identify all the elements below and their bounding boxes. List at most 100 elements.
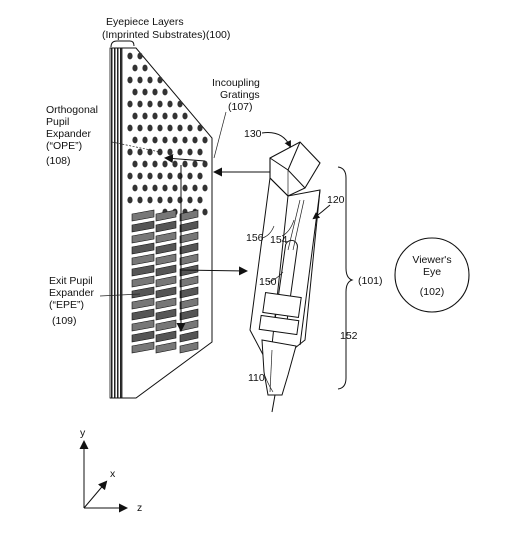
- ref-120: 120: [327, 194, 345, 206]
- grating-dot: [167, 196, 173, 204]
- grating-dot: [157, 76, 163, 84]
- label-viewers-eye: Viewer's Eye (102): [412, 254, 451, 298]
- grating-dot: [187, 124, 193, 132]
- grating-dot: [137, 172, 143, 180]
- eyepiece-bracket: [110, 40, 135, 48]
- ope-direction-arrow: [164, 154, 206, 164]
- grating-dot: [187, 196, 193, 204]
- grating-dot: [167, 124, 173, 132]
- grating-dot: [167, 148, 173, 156]
- grating-dot: [162, 112, 168, 120]
- epe-fin: [131, 297, 155, 310]
- projector-assembly: [249, 132, 331, 413]
- grating-dot: [127, 148, 133, 156]
- label-incoupling-gratings: Incoupling Gratings (107): [212, 77, 260, 113]
- label-ope: Orthogonal Pupil Expander (“OPE”) (108): [46, 104, 98, 167]
- svg-text:(“OPE”): (“OPE”): [46, 140, 82, 152]
- epe-fin: [155, 242, 177, 255]
- grating-dot: [177, 100, 183, 108]
- svg-text:(107): (107): [228, 101, 253, 113]
- epe-fin: [131, 330, 155, 343]
- epe-fin: [155, 297, 177, 310]
- epe-fin: [179, 341, 199, 354]
- grating-dot: [177, 124, 183, 132]
- x-axis: [83, 480, 108, 509]
- epe-fin: [179, 308, 199, 321]
- epe-fin: [155, 341, 177, 354]
- grating-dot: [142, 64, 148, 72]
- epe-fin: [131, 231, 155, 244]
- svg-text:Gratings: Gratings: [220, 89, 260, 101]
- epe-fin: [131, 308, 155, 321]
- grating-dot: [152, 136, 158, 144]
- grating-dot: [202, 208, 208, 216]
- incoupling-leader: [213, 111, 227, 159]
- coordinate-axes: y x z: [79, 427, 142, 514]
- grating-dot: [202, 136, 208, 144]
- grating-dot: [197, 124, 203, 132]
- epe-fin: [131, 319, 155, 332]
- grating-dot: [187, 172, 193, 180]
- epe-fin: [155, 264, 177, 277]
- epe-fin: [155, 209, 177, 222]
- grating-dot: [157, 124, 163, 132]
- grating-dot: [172, 112, 178, 120]
- grating-dot: [132, 112, 138, 120]
- grating-dot: [142, 136, 148, 144]
- grating-dot: [172, 184, 178, 192]
- substrate-layer-stack: [109, 47, 123, 399]
- grating-dot: [152, 88, 158, 96]
- epe-fin: [131, 220, 155, 233]
- grating-dot: [192, 136, 198, 144]
- grating-dot: [197, 172, 203, 180]
- grating-dot: [177, 172, 183, 180]
- grating-dot: [177, 148, 183, 156]
- grating-dot: [182, 160, 188, 168]
- ref-110: 110: [248, 372, 265, 384]
- epe-fin: [155, 286, 177, 299]
- y-axis-label: y: [80, 427, 86, 439]
- grating-dot: [157, 172, 163, 180]
- ope-leader: [111, 141, 161, 153]
- grating-dot: [147, 76, 153, 84]
- grating-dot: [182, 184, 188, 192]
- grating-dot: [192, 160, 198, 168]
- grating-dot: [202, 184, 208, 192]
- grating-dot: [137, 148, 143, 156]
- epe-fin: [131, 209, 155, 222]
- z-axis-label: z: [137, 502, 142, 514]
- grating-dot: [192, 184, 198, 192]
- svg-text:Orthogonal: Orthogonal: [46, 104, 98, 116]
- grating-dot: [127, 124, 133, 132]
- grating-dot: [132, 88, 138, 96]
- epe-fin: [179, 253, 199, 266]
- grating-dot: [132, 136, 138, 144]
- svg-text:Pupil: Pupil: [46, 116, 69, 128]
- grating-dot: [127, 196, 133, 204]
- grating-dot: [182, 112, 188, 120]
- grating-dot: [197, 196, 203, 204]
- brace-101: [337, 166, 354, 390]
- epe-fin: [155, 220, 177, 233]
- epe-fin: [155, 253, 177, 266]
- viewers-eye-circle: [394, 237, 470, 313]
- epe-grating-fins: [131, 209, 199, 354]
- grating-dot: [152, 184, 158, 192]
- fiber-base: [261, 339, 297, 396]
- grating-dot: [197, 148, 203, 156]
- epe-fin: [179, 209, 199, 222]
- svg-text:Expander: Expander: [46, 128, 91, 140]
- grating-dot: [142, 112, 148, 120]
- ref-154: 154: [270, 234, 288, 246]
- epe-fin: [179, 220, 199, 233]
- grating-dot: [152, 112, 158, 120]
- epe-fin: [131, 264, 155, 277]
- grating-dot: [147, 196, 153, 204]
- ref-150: 150: [259, 276, 277, 288]
- grating-dot: [147, 172, 153, 180]
- grating-dot: [162, 160, 168, 168]
- svg-text:Incoupling: Incoupling: [212, 77, 260, 89]
- svg-text:(“EPE”): (“EPE”): [49, 299, 84, 311]
- eyepiece-assembly: [109, 47, 213, 399]
